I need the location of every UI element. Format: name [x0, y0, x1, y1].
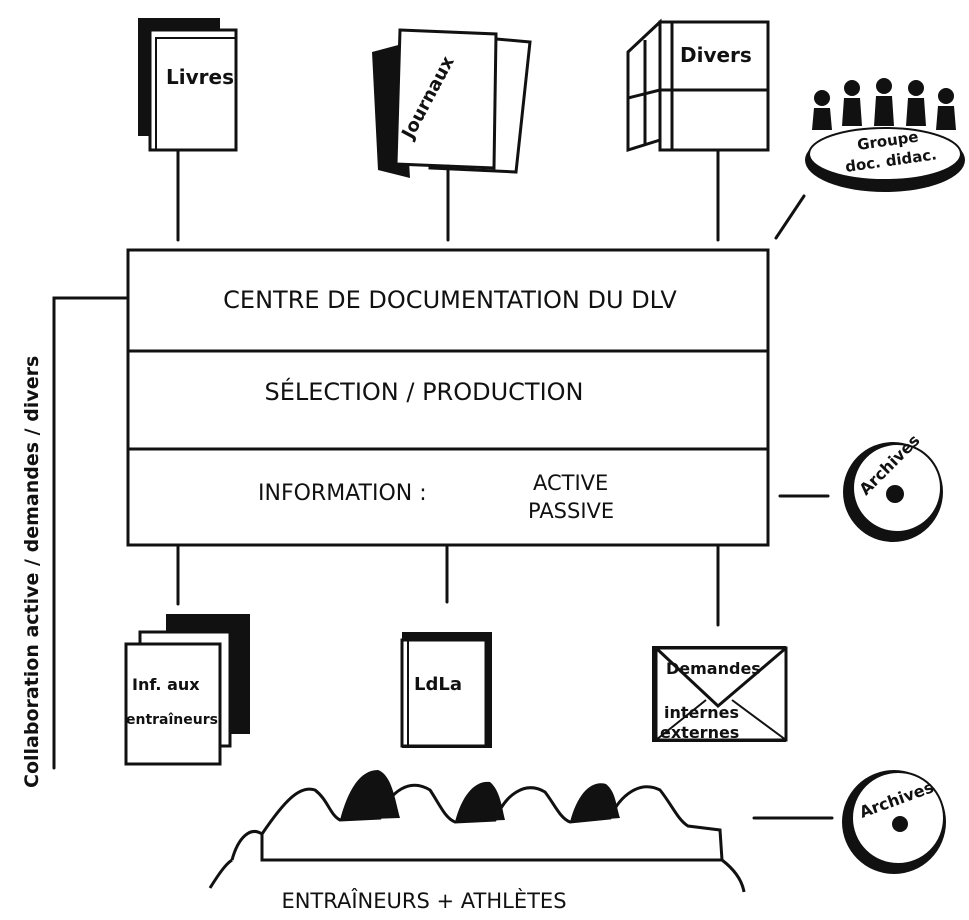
ldla-label: LdLa	[414, 674, 462, 695]
archives-disc-icon-2: Archives	[842, 770, 946, 874]
requests-envelope-icon: Demandes internes externes	[652, 646, 788, 742]
misc-cube-icon: Divers	[626, 18, 770, 153]
newspapers-icon: Journaux	[372, 28, 532, 178]
books-label: Livres	[166, 65, 234, 89]
center-title: CENTRE DE DOCUMENTATION DU DLV	[223, 286, 677, 314]
collaboration-bracket	[52, 296, 128, 770]
information-passive: PASSIVE	[528, 499, 614, 523]
audience-label: ENTRAÎNEURS + ATHLÈTES	[281, 888, 566, 913]
misc-label: Divers	[680, 43, 752, 67]
books-icon: Livres	[138, 18, 238, 152]
archives-disc-icon-1: Archives	[843, 431, 943, 542]
coaches-info-icon: Inf. aux entraîneurs	[124, 614, 250, 766]
audience-silhouettes-icon	[208, 770, 746, 893]
information-active: ACTIVE	[533, 471, 608, 495]
requests-internal-label: internes	[664, 703, 739, 722]
coaches-info-label-line1: Inf. aux	[132, 675, 200, 694]
selection-production-label: SÉLECTION / PRODUCTION	[264, 377, 583, 406]
coaches-info-label-line2: entraîneurs	[126, 712, 218, 728]
didactic-group-icon: Groupe doc. didac.	[805, 78, 965, 192]
requests-label: Demandes	[666, 659, 761, 678]
documentation-center-box: CENTRE DE DOCUMENTATION DU DLV SÉLECTION…	[126, 248, 770, 547]
requests-external-label: externes	[660, 723, 739, 742]
group-connector	[774, 194, 806, 240]
collaboration-label: Collaboration active / demandes / divers	[21, 356, 43, 788]
information-label: INFORMATION :	[258, 481, 427, 506]
ldla-book-icon: LdLa	[400, 632, 492, 748]
